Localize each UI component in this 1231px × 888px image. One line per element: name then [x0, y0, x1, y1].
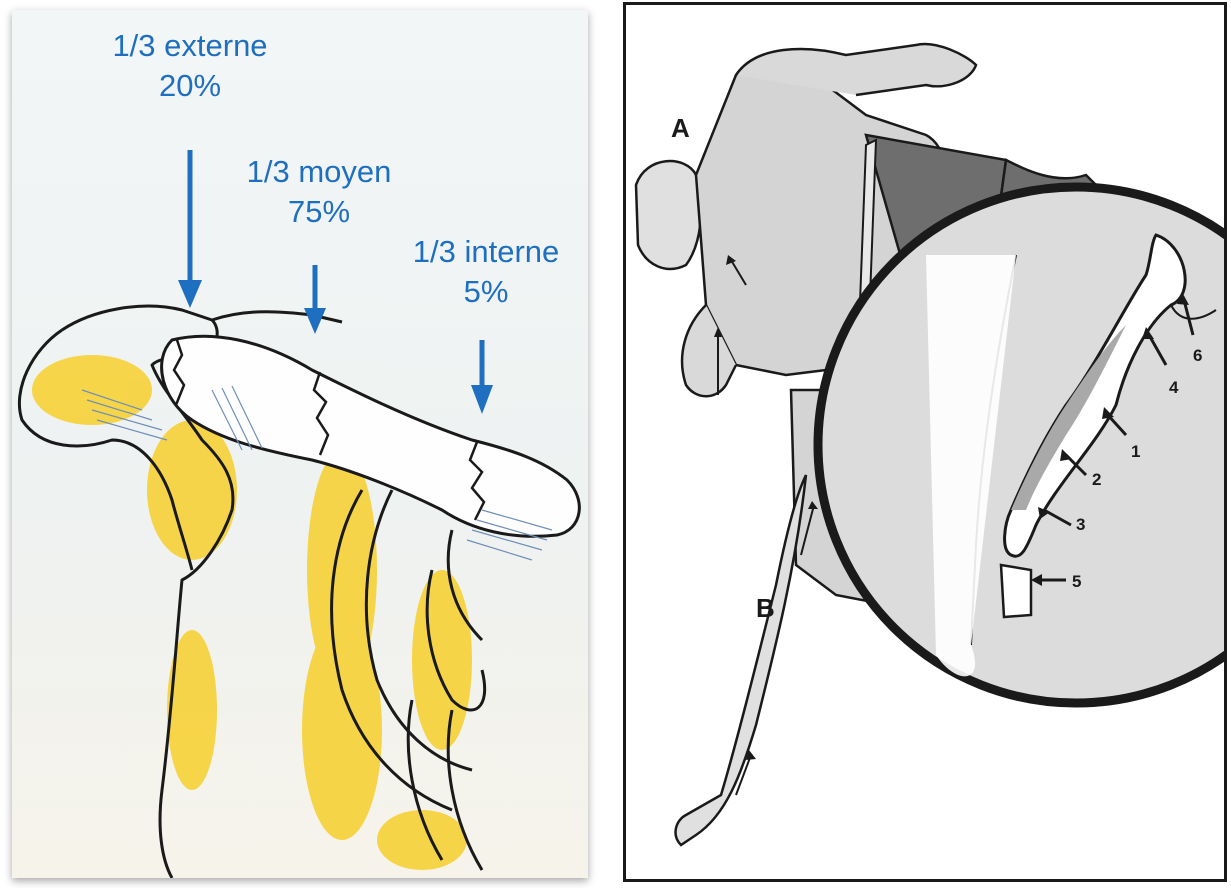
callout-6: 6 — [1193, 346, 1202, 365]
clavicle-illustration — [12, 10, 588, 878]
label-externe-name: 1/3 externe — [112, 26, 267, 66]
callout-5: 5 — [1072, 572, 1081, 591]
label-interne-percent: 5% — [413, 272, 560, 312]
figure-label-a: A — [671, 113, 690, 143]
callout-3: 3 — [1076, 515, 1085, 534]
label-moyen-percent: 75% — [247, 192, 392, 232]
mechanism-drawing: A B 1 2 3 4 5 6 — [626, 5, 1224, 879]
arrow-interne-icon — [471, 340, 493, 414]
callout-2: 2 — [1092, 470, 1101, 489]
clavicle-fracture-diagram: 1/3 externe 20% 1/3 moyen 75% 1/3 intern… — [12, 10, 588, 878]
arrow-moyen-icon — [304, 265, 326, 334]
label-externe-percent: 20% — [112, 66, 267, 106]
arrow-externe-icon — [178, 150, 202, 308]
label-interne-name: 1/3 interne — [413, 232, 560, 272]
callout-4: 4 — [1169, 378, 1179, 397]
fall-mechanism-illustration: A B 1 2 3 4 5 6 — [623, 2, 1227, 882]
label-moyen: 1/3 moyen 75% — [247, 152, 392, 232]
callout-1: 1 — [1131, 442, 1140, 461]
label-moyen-name: 1/3 moyen — [247, 152, 392, 192]
label-externe: 1/3 externe 20% — [112, 26, 267, 106]
figure-label-b: B — [756, 593, 775, 623]
label-interne: 1/3 interne 5% — [413, 232, 560, 312]
